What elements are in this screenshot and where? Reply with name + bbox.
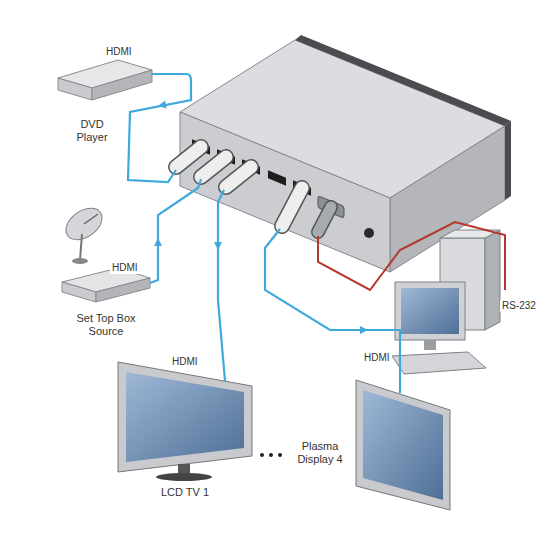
db9-plug [318,207,331,232]
dvd-player [58,78,92,100]
ellipsis-dot [278,453,282,457]
signal-arrow [214,242,222,250]
hdmi-plug [226,167,251,187]
ellipsis-dot [260,453,264,457]
hdmi-plug [176,147,201,167]
device-name: DVD Player [68,118,116,144]
device-name: Plasma Display 4 [288,440,352,466]
hdmi-port [268,170,286,185]
hdmi-plug [201,157,226,177]
pc-keyboard [392,352,486,374]
port-label: RS-232 [500,300,538,312]
unit-front [180,112,390,272]
cable-label: HDMI [104,46,134,58]
device-label: Set Top Box Source [68,312,144,338]
tv-screen [126,372,244,462]
satellite-dish [80,234,82,260]
plasma-display [356,380,450,510]
device-name: LCD TV 1 [132,486,238,499]
unit-rim [505,121,511,200]
signal-arrow [360,326,368,334]
tv-stand [178,464,190,474]
hdmi-cable [150,179,201,283]
set-top-box [96,278,150,302]
cable-label: HDMI [170,356,200,368]
rs232-cable [318,222,505,290]
cable-label: HDMI [362,352,392,364]
cable-label: HDMI [110,262,140,274]
pc-tower [485,230,500,330]
hdmi-cable [218,190,225,381]
lcd-tv [118,362,252,472]
signal-arrow [154,238,162,246]
signal-arrow [157,101,166,110]
ellipsis-dot [269,453,273,457]
set-top-box [62,282,96,302]
hdmi-plug [282,188,302,226]
satellite-dish [84,214,98,224]
hdmi-plug [176,147,201,167]
tv-stand [156,473,212,481]
hdmi-plug [226,167,251,187]
device-label: Plasma Display 4 [286,440,354,466]
satellite-dish [72,258,88,264]
pc-monitor [395,282,465,340]
hdmi-cable [265,229,400,393]
power-jack [364,228,374,238]
unit-rim [295,35,511,126]
tv-screen [363,390,443,500]
pc-screen [401,288,459,334]
dvd-player [92,70,152,100]
device-label: DVD Player [66,118,118,144]
hdmi-plug [201,157,226,177]
satellite-dish [60,202,108,246]
hdmi-cable [128,74,191,182]
pc-monitor [424,340,436,350]
device-label: LCD TV 1 [130,486,240,499]
db9-plug [318,207,331,232]
hdmi-plug [282,188,302,226]
device-name: Set Top Box Source [70,312,142,338]
